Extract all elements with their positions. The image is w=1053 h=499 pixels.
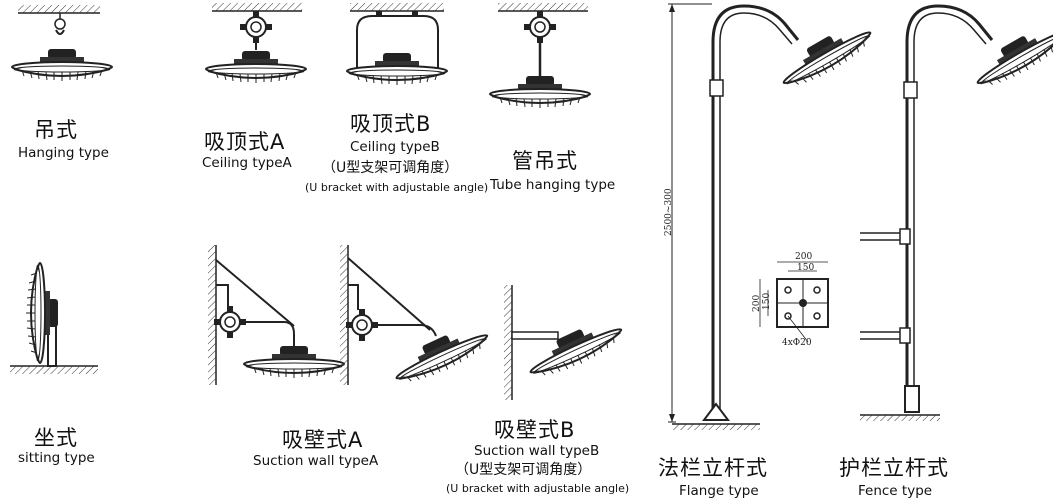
flange-type-en-label: Flange type [679,483,759,499]
flange-pole-drawing [668,3,879,430]
fence-pole-drawing [860,4,1053,421]
plate-holes-dimension: 4xΦ20 [782,338,812,348]
ceiling-type-b-drawing [346,3,448,86]
ceiling-type-a-cn-label: 吸顶式A [204,130,286,154]
plate-outer-width-dimension: 200 [795,252,813,262]
suction-wall-type-b-note-en: (U bracket with adjustable angle) [446,482,630,495]
ceiling-type-a-en-label: Ceiling typeA [202,155,292,171]
ceiling-type-b-note-cn: （U型支架可调角度） [322,160,459,176]
suction-wall-type-a-drawing [208,245,345,385]
suction-wall-type-a-en-label: Suction wall typeA [253,453,379,469]
suction-wall-type-a-cn-label: 吸壁式A [282,428,364,452]
tube-hanging-type-drawing [489,3,591,109]
hanging-type-cn-label: 吊式 [34,118,78,142]
hanging-type-drawing [11,5,113,82]
hanging-type-en-label: Hanging type [18,145,109,161]
ceiling-type-b-cn-label: 吸顶式B [350,112,432,136]
flange-type-cn-label: 法栏立杆式 [658,456,768,480]
sitting-type-en-label: sitting type [18,450,95,466]
tube-hanging-type-en-label: Tube hanging type [490,177,616,193]
suction-wall-type-b-en-label: Suction wall typeB [474,443,600,459]
flange-plate-drawing [759,261,829,343]
ceiling-type-a-drawing [205,3,307,84]
plate-inner-height-dimension: 150 [762,292,772,310]
plate-inner-width-dimension: 150 [797,263,815,273]
fence-type-cn-label: 护栏立杆式 [839,456,949,480]
tube-hanging-type-cn-label: 管吊式 [512,149,578,173]
suction-wall-type-b-note-cn: （U型支架可调角度） [455,462,592,478]
sitting-type-drawing [10,262,98,374]
pole-height-dimension: 2500~300 [664,188,674,236]
suction-wall-type-b-cn-label: 吸壁式B [494,418,576,442]
ceiling-type-b-note-en: (U bracket with adjustable angle) [305,181,489,194]
plate-outer-height-dimension: 200 [752,294,762,312]
ceiling-type-b-en-label: Ceiling typeB [350,139,440,155]
fence-type-en-label: Fence type [858,483,933,499]
suction-wall-type-b-drawing [340,245,495,392]
suction-wall-type-b-adjustable-drawing [504,285,629,400]
sitting-type-cn-label: 坐式 [34,426,78,450]
